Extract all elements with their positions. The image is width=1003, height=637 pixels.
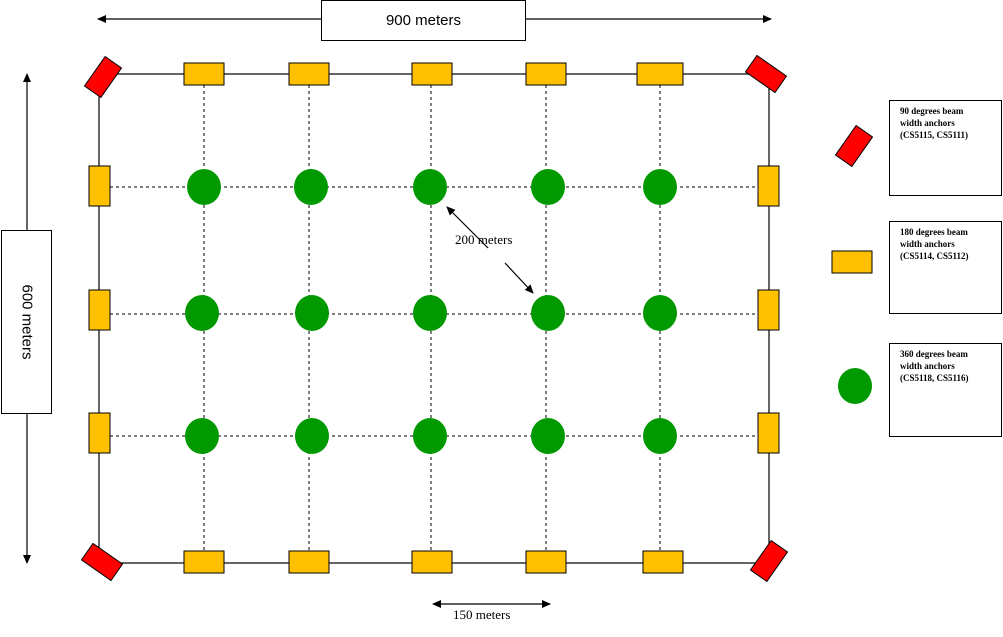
edge-anchor-right [757, 412, 780, 454]
interior-anchor [531, 295, 565, 331]
interior-anchor [413, 169, 447, 205]
interior-anchor [187, 169, 221, 205]
interior-anchor [185, 295, 219, 331]
legend-line: width anchors [900, 118, 955, 128]
corner-anchor-top-left [83, 55, 123, 99]
height-label-box: 600 meters [1, 230, 52, 414]
diagonal-dimension-arrow-b [504, 262, 534, 294]
diagonal-dimension-arrow-a [446, 206, 489, 249]
edge-anchor-top [411, 62, 453, 86]
edge-anchor-left [88, 289, 111, 331]
interior-anchor [295, 418, 329, 454]
corner-anchors [80, 54, 789, 583]
interior-anchor [531, 169, 565, 205]
legend-line: 360 degrees beam [900, 349, 968, 359]
spacing-label: 150 meters [453, 607, 511, 622]
legend-line: 90 degrees beam [900, 106, 964, 116]
edge-anchor-bottom [642, 550, 684, 574]
edge-anchor-right [757, 165, 780, 207]
corner-anchor-top-right [744, 54, 788, 94]
legend-text: 180 degrees beam width anchors (CS5114, … [900, 226, 1000, 262]
edge-anchor-top [636, 62, 684, 86]
interior-anchors [185, 169, 677, 454]
edge-anchor-left [88, 165, 111, 207]
interior-anchor [531, 418, 565, 454]
legend-line: width anchors [900, 361, 955, 371]
edge-anchor-top [525, 62, 567, 86]
corner-anchor-bottom-left [80, 542, 124, 582]
legend-entry-interior-anchor: 360 degrees beam width anchors (CS5118, … [889, 343, 1002, 437]
edge-anchor-top [288, 62, 330, 86]
height-label: 600 meters [18, 284, 35, 360]
interior-anchor [294, 169, 328, 205]
interior-anchor [643, 169, 677, 205]
interior-anchor [185, 418, 219, 454]
corner-anchor-bottom-right [749, 539, 789, 583]
width-label-box: 900 meters [321, 0, 526, 41]
edge-anchor-bottom [183, 550, 225, 574]
legend-entry-edge-anchor: 180 degrees beam width anchors (CS5114, … [889, 221, 1002, 314]
legend-text: 90 degrees beam width anchors (CS5115, C… [900, 105, 1000, 141]
edge-anchor-left [88, 412, 111, 454]
legend-line: (CS5114, CS5112) [900, 251, 969, 261]
edge-anchor-bottom [288, 550, 330, 574]
legend-line: (CS5115, CS5111) [900, 130, 969, 140]
interior-anchor [413, 295, 447, 331]
width-label: 900 meters [385, 12, 462, 29]
interior-anchor [643, 295, 677, 331]
interior-anchor [643, 418, 677, 454]
legend-icon-interior-anchor [838, 368, 872, 404]
legend-line: 180 degrees beam [900, 227, 968, 237]
legend-icon-edge-anchor [831, 250, 873, 274]
legend-line: width anchors [900, 239, 955, 249]
interior-anchor [413, 418, 447, 454]
legend-entry-corner-anchor: 90 degrees beam width anchors (CS5115, C… [889, 100, 1002, 196]
edge-anchor-right [757, 289, 780, 331]
edge-anchor-top [183, 62, 225, 86]
diagonal-label: 200 meters [455, 232, 513, 247]
legend-text: 360 degrees beam width anchors (CS5118, … [900, 348, 1000, 384]
legend-icon-corner-anchor [834, 124, 874, 168]
interior-anchor [295, 295, 329, 331]
legend-line: (CS5118, CS5116) [900, 373, 969, 383]
edge-anchors [88, 62, 780, 574]
edge-anchor-bottom [411, 550, 453, 574]
edge-anchor-bottom [525, 550, 567, 574]
